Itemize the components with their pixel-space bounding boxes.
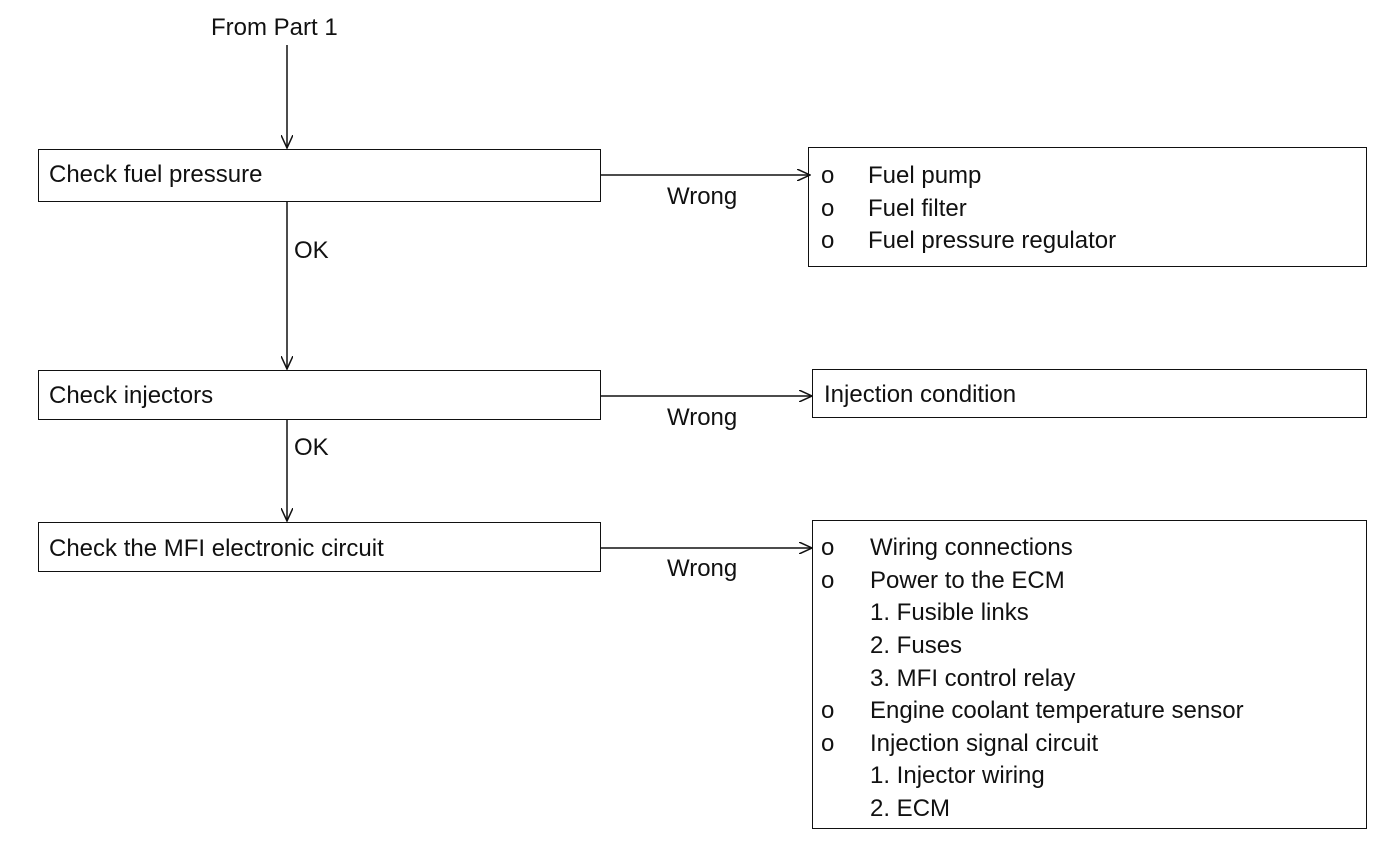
- step-label: Check injectors: [49, 382, 214, 409]
- result-item: Wiring connections: [870, 534, 1073, 561]
- step-box-mfi-circuit: Check the MFI electronic circuit: [38, 522, 601, 572]
- wrong-label: Wrong: [667, 404, 738, 431]
- result-item: Fuel filter: [868, 195, 967, 222]
- bullet-marker: o: [821, 162, 835, 189]
- bullet-marker: o: [821, 730, 835, 757]
- from-part-label: From Part 1: [211, 14, 338, 41]
- result-subitem: 1. Injector wiring: [870, 762, 1045, 789]
- bullet-marker: o: [821, 697, 835, 724]
- result-box-injectors: Injection condition: [812, 369, 1367, 418]
- ok-label: OK: [294, 237, 329, 264]
- bullet-marker: o: [821, 534, 835, 561]
- wrong-label: Wrong: [667, 555, 738, 582]
- bullet-marker: o: [821, 227, 835, 254]
- result-item: Injection condition: [824, 381, 1017, 408]
- result-subitem: 2. Fuses: [870, 632, 963, 659]
- step-box-fuel-pressure: Check fuel pressure: [38, 149, 601, 202]
- result-item: Fuel pressure regulator: [868, 227, 1117, 254]
- result-subitem: 2. ECM: [870, 795, 951, 822]
- result-item: Fuel pump: [868, 162, 982, 189]
- step-label: Check fuel pressure: [49, 161, 263, 188]
- result-item: Injection signal circuit: [870, 730, 1099, 757]
- result-subitem: 3. MFI control relay: [870, 665, 1076, 692]
- result-subitem: 1. Fusible links: [870, 599, 1029, 626]
- bullet-marker: o: [821, 567, 835, 594]
- step-box-injectors: Check injectors: [38, 370, 601, 420]
- result-item: Power to the ECM: [870, 567, 1065, 594]
- wrong-label: Wrong: [667, 183, 738, 210]
- bullet-marker: o: [821, 195, 835, 222]
- step-label: Check the MFI electronic circuit: [49, 535, 384, 562]
- result-item: Engine coolant temperature sensor: [870, 697, 1244, 724]
- ok-label: OK: [294, 434, 329, 461]
- result-box-fuel-pressure: o Fuel pump o Fuel filter o Fuel pressur…: [808, 147, 1367, 267]
- result-box-mfi-circuit: o Wiring connections o Power to the ECM …: [812, 520, 1367, 829]
